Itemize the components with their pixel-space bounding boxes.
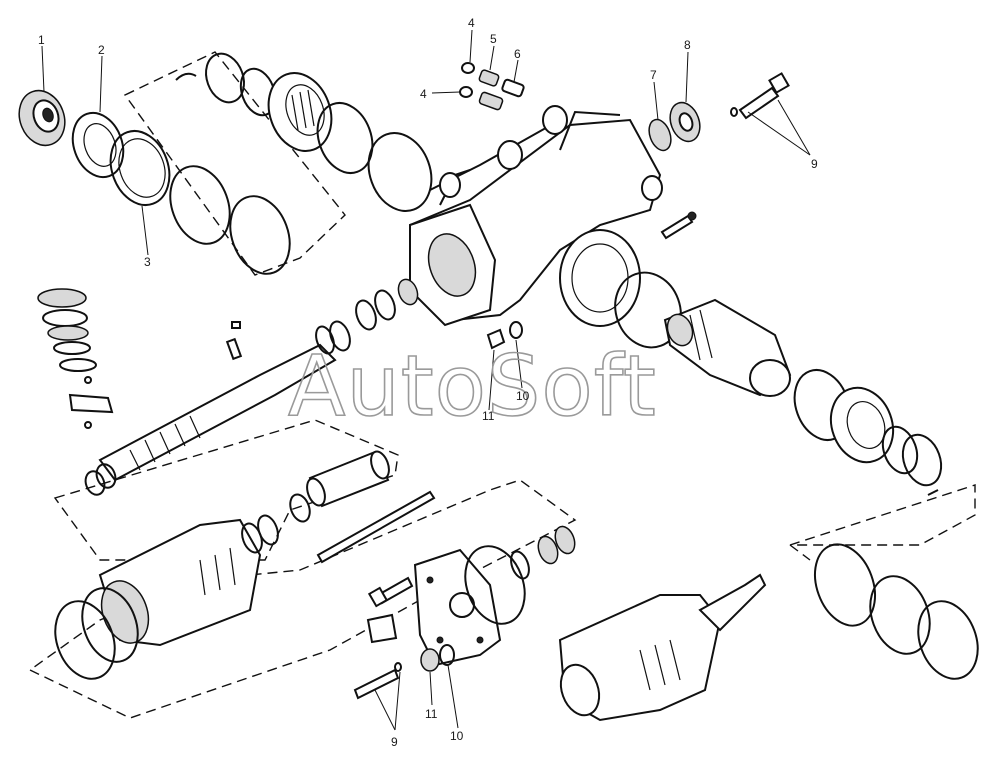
callout-7: 7 [650,68,657,82]
callout-4a: 4 [468,16,475,30]
leader-4b [431,91,461,94]
o-ring-large-top [367,132,433,212]
ring-rack-large-b [81,587,139,663]
callout-9-bottom: 9 [391,735,398,749]
callout-5: 5 [490,32,497,46]
callout-2: 2 [98,43,105,57]
leader-1 [41,45,45,93]
washer-part-10-bottom [439,644,455,666]
piston-assembly [558,573,767,722]
leader-2 [99,55,103,113]
bolt-part-9-bottom [353,662,402,700]
steering-gear-housing [409,105,663,327]
washer-part-10-mid [509,321,523,339]
callout-4b: 4 [420,87,427,101]
ring-spool-d [374,289,396,321]
piston-rack [98,518,262,647]
ring-cover-a [510,550,530,580]
sleeve-tube [306,450,390,508]
leader-9-bottom-a [374,689,396,731]
callout-8: 8 [684,38,691,52]
bolt-cover [367,576,414,608]
transfer-rod [316,490,436,564]
sector-shaft [663,298,792,397]
o-ring-part-4-b [459,86,473,98]
bolt-part-9-top [730,72,790,120]
ring-cover-c [554,525,576,555]
leader-4a [469,29,473,63]
ring-cover-b [537,535,559,565]
bleed-screw [660,211,697,240]
watermark-text: AutoSoft [288,337,657,435]
leader-9-bottom-b [394,671,401,731]
end-cover [413,548,502,667]
bearing-right [829,386,895,464]
ring-spool-e [397,278,419,306]
leader-6 [513,59,519,83]
seal-ring-part-3 [109,130,171,206]
callout-10-mid: 10 [516,389,530,403]
ring-spool-c [355,299,377,331]
ring-worm-end-b [95,463,117,489]
valve-cap-stack [37,288,114,429]
bolt-part-11-mid [486,328,506,350]
ring-worm-end-a [84,470,106,496]
callout-9-right: 9 [811,157,818,171]
o-ring-right-c [917,600,979,680]
snap-ring-left [229,195,291,275]
group-outline-right-rings [789,484,976,546]
leader-9-right-b [777,99,811,156]
leader-11-bottom [429,671,433,706]
leader-8 [685,51,689,103]
ring-right-b [901,433,943,487]
large-retaining-ring [169,165,231,245]
seal-disc-top [316,102,374,174]
callout-3: 3 [144,255,151,269]
group-outline-right-rings-lower [789,544,811,561]
leader-7 [653,81,659,121]
callout-10-bottom: 10 [450,729,464,743]
ring-rack-b [257,514,279,546]
callout-11-mid: 11 [482,409,495,423]
callout-6: 6 [514,47,521,61]
o-ring-right-large [614,271,682,349]
snap-clip-top [175,72,197,81]
leader-3 [141,205,149,256]
ring-spool-b [329,320,351,352]
leader-9-right-a [747,111,811,156]
o-ring-part-4-a [461,62,475,74]
ring-spool-a [315,325,335,355]
o-ring-right-b [869,575,931,655]
nut-part-1 [18,89,66,147]
callout-1: 1 [38,33,45,47]
clip-right [927,489,939,496]
o-ring-top-a [205,52,245,104]
bearing-top [267,72,333,152]
leader-10-bottom [447,664,459,729]
ring-rack-large-a [54,600,116,680]
fitting-part-5 [478,69,500,87]
leader-11-mid [488,349,495,411]
leader-5 [489,45,495,71]
seal-part-8 [669,101,701,143]
lock-plate [366,613,398,644]
o-ring-cover [464,545,526,625]
leader-10-mid [515,339,523,389]
nut-part-11-bottom [420,648,440,672]
ring-sleeve [289,493,311,523]
seal-part-7 [648,118,672,152]
snap-ring-right [814,543,876,627]
fitting-lower [478,91,504,111]
seal-ring-part-2 [71,111,125,179]
fitting-part-6 [501,78,525,98]
callout-11-bottom: 11 [425,707,438,721]
